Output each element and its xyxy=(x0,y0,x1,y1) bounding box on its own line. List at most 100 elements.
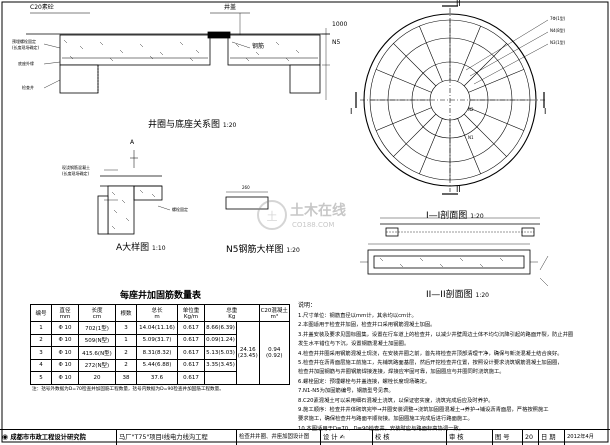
table-cell: 0.617 xyxy=(177,333,205,347)
ring-base-section xyxy=(26,12,330,100)
title-block: ◉ 成都市市政工程设计研究院 马厂"T75"项目I线电力线沟工程 检查井井圈、井… xyxy=(0,429,610,445)
col-header: 总长 m xyxy=(136,304,178,322)
table-cell: 8.66(6.39) xyxy=(204,321,237,335)
radial-rebar-line xyxy=(457,118,481,175)
radial-rebar-line xyxy=(419,118,443,175)
date-label: 日 期 xyxy=(538,430,565,445)
table-cell xyxy=(204,371,237,385)
table-cell: 8.31(8.32) xyxy=(136,346,178,360)
design-label: 设 计 xyxy=(323,434,338,441)
detail-a-title: A大样图 1:10 xyxy=(116,244,166,253)
plan-mark-top: II xyxy=(456,0,461,8)
concrete-volume-cell: 0.94 (0.92) xyxy=(258,321,291,385)
total-weight-cell: 24.16 (23.45) xyxy=(235,321,260,385)
note-line: 10.本图适用于D=70、D=90检查井，安装时应与路面标高协调一致。 xyxy=(298,425,465,432)
detail-a-drawing xyxy=(97,150,171,235)
watermark-cn: 土木在线 xyxy=(290,203,346,219)
table-cell: 272(N型) xyxy=(78,358,116,372)
n5-rebar-drawing xyxy=(225,191,269,210)
radial-rebar-line xyxy=(457,25,481,82)
radial-rebar-line xyxy=(375,69,432,93)
note-line: 检查井加固钢筋与井圈钢筋焊接连接，焊接应牢固可靠，加固圈应与井圈同时浇筑施工。 xyxy=(298,369,505,376)
plan-label-1: 7Φ(1型) xyxy=(550,16,566,21)
table-cell: 0.617 xyxy=(177,358,205,372)
table-cell: Φ 10 xyxy=(51,346,79,360)
top-section-left-label-4: 检查井 xyxy=(22,85,34,90)
n5-scale: 1:20 xyxy=(286,247,300,254)
top-section-right-label-1: 1000 xyxy=(332,21,348,28)
detail-a-label-3: 螺栓固定 xyxy=(172,207,188,212)
table-cell: 0.09(1.24) xyxy=(204,333,237,347)
n5-title: N5钢筋大样图 1:20 xyxy=(226,246,300,255)
table-cell: 5.44(6.88) xyxy=(136,358,178,372)
table-cell: Φ 10 xyxy=(51,371,79,385)
table-cell: 1 xyxy=(30,321,52,335)
note-line: 8.C20素混凝土可以采用细石混凝土浇筑，以保证密实度，浇筑完成后应及时养护。 xyxy=(298,397,494,404)
org-name-text: 成都市市政工程设计研究院 xyxy=(10,434,86,441)
detail-a-label-1: 现浇钢筋混凝土 xyxy=(62,165,90,170)
table-cell: 415.6(N型) xyxy=(78,346,116,360)
table-cell: 3 xyxy=(115,321,137,335)
section-2-scale: 1:20 xyxy=(475,292,489,299)
section-2-title: II—II剖面图 1:20 xyxy=(426,291,489,300)
note-line: 4.检查井井圈采用钢筋混凝土现浇，在安装井圈之前，首先将检查井顶部清理干净，确保… xyxy=(298,350,563,357)
plan-label-4: N2 xyxy=(468,107,474,112)
table-cell: 702(1型) xyxy=(78,321,116,335)
note-line: 9.施工顺序：检查井井体砌筑完毕→井圈安装调整→浇筑加固圈混凝土→养护→铺设沥青… xyxy=(298,406,549,413)
top-section-title-text: 井圈与底座关系图 xyxy=(148,120,221,130)
review-label: 审 核 xyxy=(446,430,493,445)
plan-mark-left: I xyxy=(350,107,353,116)
rebar-quantity-table: 编号 直径 mm 长度 cm 根数 总长 m 单位重 Kg/m 总重 Kg C2… xyxy=(30,304,291,385)
table-cell: Φ 10 xyxy=(51,321,79,335)
org-logo-icon: ◉ xyxy=(2,433,9,441)
top-section-scale: 1:20 xyxy=(222,122,237,129)
note-line: 5.检查井在沥青面层施工前施工，先铺筑路面基层，然后开挖检查井位置，按照设计要求… xyxy=(298,359,563,366)
plan-label-5: N1 xyxy=(468,135,474,140)
col-header: 编号 xyxy=(30,304,52,322)
table-cell: 5.09(31.7) xyxy=(136,333,178,347)
col-header: 长度 cm xyxy=(78,304,116,322)
plan-mark-right: I xyxy=(544,107,547,116)
radial-rebar-line xyxy=(393,113,437,157)
col-header: 总重 Kg xyxy=(204,304,260,322)
top-section-left-label-1: 预埋螺栓固定 xyxy=(12,39,36,44)
radial-rebar-line xyxy=(468,69,525,93)
table-cell: 0.617 xyxy=(177,321,205,335)
radial-rebar-line xyxy=(463,113,507,157)
top-section-lid-label: 井盖 xyxy=(224,4,237,11)
radial-rebar-line xyxy=(463,43,507,87)
table-cell: 2 xyxy=(115,346,137,360)
table-cell: 4 xyxy=(30,358,52,372)
detail-a-mark: A xyxy=(130,139,135,146)
note-line: 7.N1-N5为加固筋编号，钢筋型号见表。 xyxy=(298,388,394,395)
plan-label-3: N3(1型) xyxy=(550,40,566,45)
note-line: 3.井盖安装及要求见国标图集，设置在行车道上的检查井，以减少井壁周边土体不均匀沉… xyxy=(298,331,574,338)
note-line: 1.尺寸单位：钢筋直径以mm计，其余均以cm计。 xyxy=(298,313,417,319)
detail-a-title-text: A大样图 xyxy=(116,243,150,253)
design-cell: 设 计 ✍ xyxy=(320,430,373,445)
org-name: ◉ 成都市市政工程设计研究院 xyxy=(0,430,116,445)
notes-list: 1.尺寸单位：钢筋直径以mm计，其余均以cm计。2.本图适用于检查井加固，检查井… xyxy=(298,312,604,434)
sheet-no-label: 图 号 xyxy=(492,430,523,445)
top-section-left-label-3: 底座外缘 xyxy=(18,61,34,66)
section-2-drawing xyxy=(360,243,549,287)
note-line: 发生水平错位与下沉，设置钢筋混凝土加固圈。 xyxy=(298,341,410,348)
table-title: 每座井加固筋数量表 xyxy=(120,291,202,301)
col-header: 直径 mm xyxy=(51,304,79,322)
note-line: 要求施工，确保检查井与路面平顺衔接。加固圈施工完成后进行路面施工。 xyxy=(298,416,473,423)
detail-a-scale: 1:10 xyxy=(152,245,166,252)
plan-label-2: N4(8型) xyxy=(550,28,566,33)
col-header: 根数 xyxy=(115,304,137,322)
radial-rebar-line xyxy=(419,25,443,82)
table-cell: 5.13(5.03) xyxy=(204,346,237,360)
table-cell: 3 xyxy=(30,346,52,360)
table-cell: 20 xyxy=(78,371,116,385)
signature-mark: ✍ xyxy=(339,434,345,441)
table-cell: 37.6 xyxy=(136,371,178,385)
table-cell: 1 xyxy=(115,333,137,347)
